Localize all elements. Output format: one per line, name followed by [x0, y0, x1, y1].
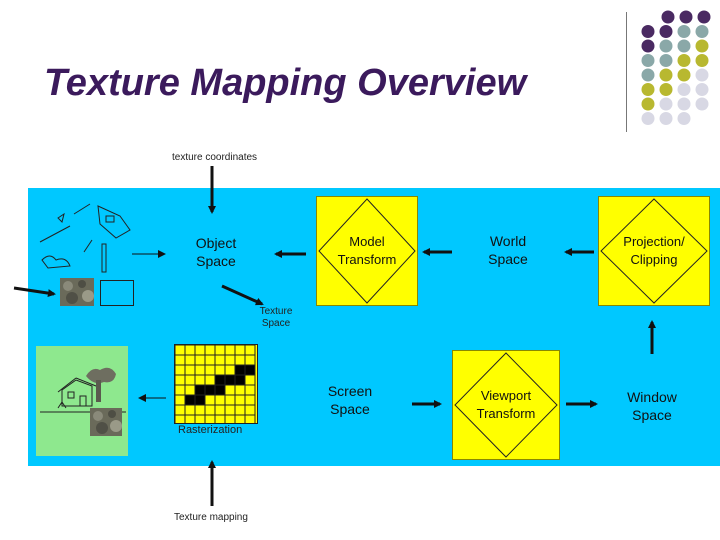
decorative-dot	[659, 54, 673, 67]
decorative-dot	[677, 68, 691, 82]
viewport-transform-box: Viewport Transform	[452, 350, 560, 460]
diamond-icon	[454, 352, 558, 458]
house-sketch-icon	[39, 203, 131, 273]
decorative-dot	[677, 97, 691, 111]
checkerboard-grid-icon	[174, 344, 256, 424]
model-transform-box: Model Transform	[316, 196, 418, 306]
model-transform-label: Model Transform	[337, 234, 397, 267]
decorative-dot	[695, 68, 709, 82]
decorative-dot	[677, 25, 691, 38]
decorative-dot	[661, 10, 675, 24]
decorative-dot	[695, 39, 709, 53]
decorative-dot	[659, 68, 673, 82]
decorative-dot	[659, 39, 673, 53]
world-space-label: World Space	[488, 233, 528, 267]
decorative-dot	[695, 97, 709, 111]
texture-frame	[100, 280, 134, 306]
decorative-dot	[695, 54, 709, 67]
object-space-label: Object Space	[195, 235, 237, 269]
decorative-dot	[641, 83, 655, 96]
decorative-dot	[677, 112, 691, 125]
rendered-scene-panel	[36, 346, 128, 456]
decorative-dot	[641, 112, 655, 125]
texture-swatch-icon	[90, 408, 122, 436]
texture-coordinates-label: texture coordinates	[172, 152, 258, 163]
decorative-dot	[641, 39, 655, 53]
texture-space-label: Texture Space	[259, 306, 293, 329]
decorative-dot	[641, 97, 655, 111]
title-divider	[626, 12, 627, 132]
diamond-icon	[600, 198, 708, 304]
decorative-dot	[659, 112, 673, 125]
decorative-dot	[695, 25, 709, 38]
projection-clipping-box: Projection/ Clipping	[598, 196, 710, 306]
arrow-icon	[13, 286, 56, 298]
projection-clipping-label: Projection/ Clipping	[623, 234, 685, 267]
decorative-dot	[641, 54, 655, 67]
arrow-icon	[221, 284, 264, 306]
viewport-transform-label: Viewport Transform	[476, 388, 536, 421]
screen-space-label: Screen Space	[327, 383, 373, 417]
tree-icon	[86, 367, 116, 402]
decorative-dot	[641, 68, 655, 82]
grid-cell	[244, 414, 256, 424]
decorative-dot	[677, 83, 691, 96]
window-space-label: Window Space	[627, 389, 677, 423]
decorative-dot	[659, 25, 673, 38]
decorative-dot	[677, 54, 691, 67]
decorative-dot	[659, 83, 673, 96]
decorative-dot	[659, 97, 673, 111]
decorative-dot	[679, 10, 693, 24]
diamond-icon	[318, 198, 416, 304]
texture-mapping-label: Texture mapping	[174, 512, 248, 523]
decorative-dot	[695, 83, 709, 96]
decorative-dot	[677, 39, 691, 53]
decorative-dot	[641, 25, 655, 38]
slide-title: Texture Mapping Overview	[44, 62, 527, 104]
decorative-dot-grid	[641, 10, 711, 125]
rasterization-label: Rasterization	[178, 424, 243, 436]
decorative-dot	[697, 10, 711, 24]
texture-swatch-icon	[60, 278, 94, 306]
